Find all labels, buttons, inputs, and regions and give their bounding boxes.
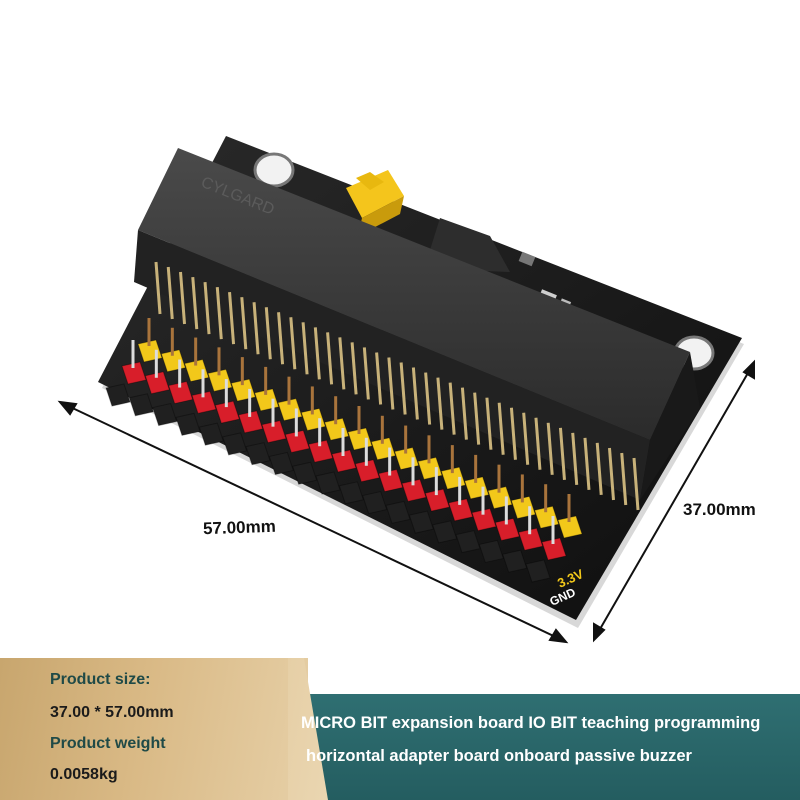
- edge-connector: CYLGARD: [134, 148, 700, 500]
- connector-contact: [558, 427, 566, 480]
- connector-contact: [191, 276, 199, 330]
- connector-contact: [448, 382, 456, 435]
- connector-contact: [411, 367, 419, 420]
- header-pin-base: [432, 520, 458, 544]
- connector-contact: [228, 292, 236, 345]
- product-size-value: 37.00 * 57.00mm: [50, 704, 174, 721]
- connector-contact: [424, 372, 432, 425]
- connector-contact: [277, 312, 285, 365]
- header-pin-base: [292, 461, 318, 485]
- header-pins: [105, 318, 583, 583]
- connector-contact: [534, 417, 542, 470]
- connector-contact: [264, 307, 272, 360]
- header-pin-base: [315, 471, 341, 495]
- width-dimension-arrow: [57, 400, 569, 644]
- connector-pins: [154, 261, 640, 511]
- header-pin-base: [105, 383, 131, 407]
- connector-contact: [154, 261, 162, 315]
- height-dimension-label: 37.00mm: [683, 500, 756, 519]
- connector-contact: [313, 327, 321, 380]
- header-pin-base: [478, 539, 504, 564]
- product-size-label: Product size:: [50, 671, 151, 688]
- header-pin-base: [525, 559, 551, 583]
- connector-contact: [509, 407, 517, 460]
- connector-contact: [203, 281, 211, 335]
- header-pin-base: [362, 490, 388, 515]
- header-pin-base: [385, 500, 411, 524]
- description-line-1: MICRO BIT expansion board IO BIT teachin…: [301, 714, 761, 732]
- connector-contact: [179, 271, 187, 325]
- header-pin-base: [338, 481, 364, 505]
- description-line-2: horizontal adapter board onboard passive…: [306, 747, 692, 765]
- product-weight-label: Product weight: [50, 735, 166, 752]
- connector-contact: [595, 442, 603, 496]
- connector-contact: [460, 387, 468, 440]
- connector-contact: [387, 357, 395, 410]
- connector-contact: [497, 402, 505, 455]
- connector-contact: [571, 432, 579, 485]
- product-weight-value: 0.0058kg: [50, 766, 118, 783]
- connector-contact: [522, 412, 530, 465]
- connector-contact: [436, 377, 444, 430]
- connector-contact: [362, 347, 370, 400]
- connector-contact: [485, 397, 493, 450]
- description-banner: [296, 694, 800, 800]
- connector-contact: [620, 452, 628, 506]
- header-pin-base: [455, 530, 481, 554]
- connector-contact: [546, 422, 554, 475]
- connector-contact: [399, 362, 407, 415]
- connector-contact: [166, 266, 174, 320]
- header-pin-base: [245, 442, 271, 466]
- spec-panel: [0, 658, 308, 800]
- height-dimension-arrow: [593, 359, 755, 643]
- connector-contact: [583, 437, 591, 491]
- mounting-hole: [253, 152, 295, 188]
- width-dimension-label: 57.00mm: [202, 516, 277, 539]
- header-pin-base: [198, 422, 224, 446]
- connector-contact: [338, 337, 346, 390]
- connector-contact: [375, 352, 383, 405]
- header-pin-base: [222, 432, 248, 456]
- connector-contact: [326, 332, 334, 385]
- connector-contact: [632, 457, 640, 511]
- connector-contact: [252, 302, 260, 355]
- connector-contact: [240, 297, 248, 350]
- connector-contact: [473, 392, 481, 445]
- header-pin-base: [128, 393, 154, 417]
- connector-contact: [215, 287, 223, 340]
- connector-contact: [607, 447, 615, 501]
- connector-contact: [350, 342, 358, 395]
- product-photo: CYLGARD 3.3V GND: [57, 136, 755, 644]
- header-pin-base: [408, 510, 434, 534]
- header-pin-base: [175, 412, 201, 436]
- header-pin-base: [268, 451, 294, 476]
- header-pin-base: [152, 402, 178, 427]
- connector-contact: [301, 322, 309, 375]
- connector-contact: [289, 317, 297, 370]
- header-pin-base: [502, 549, 528, 573]
